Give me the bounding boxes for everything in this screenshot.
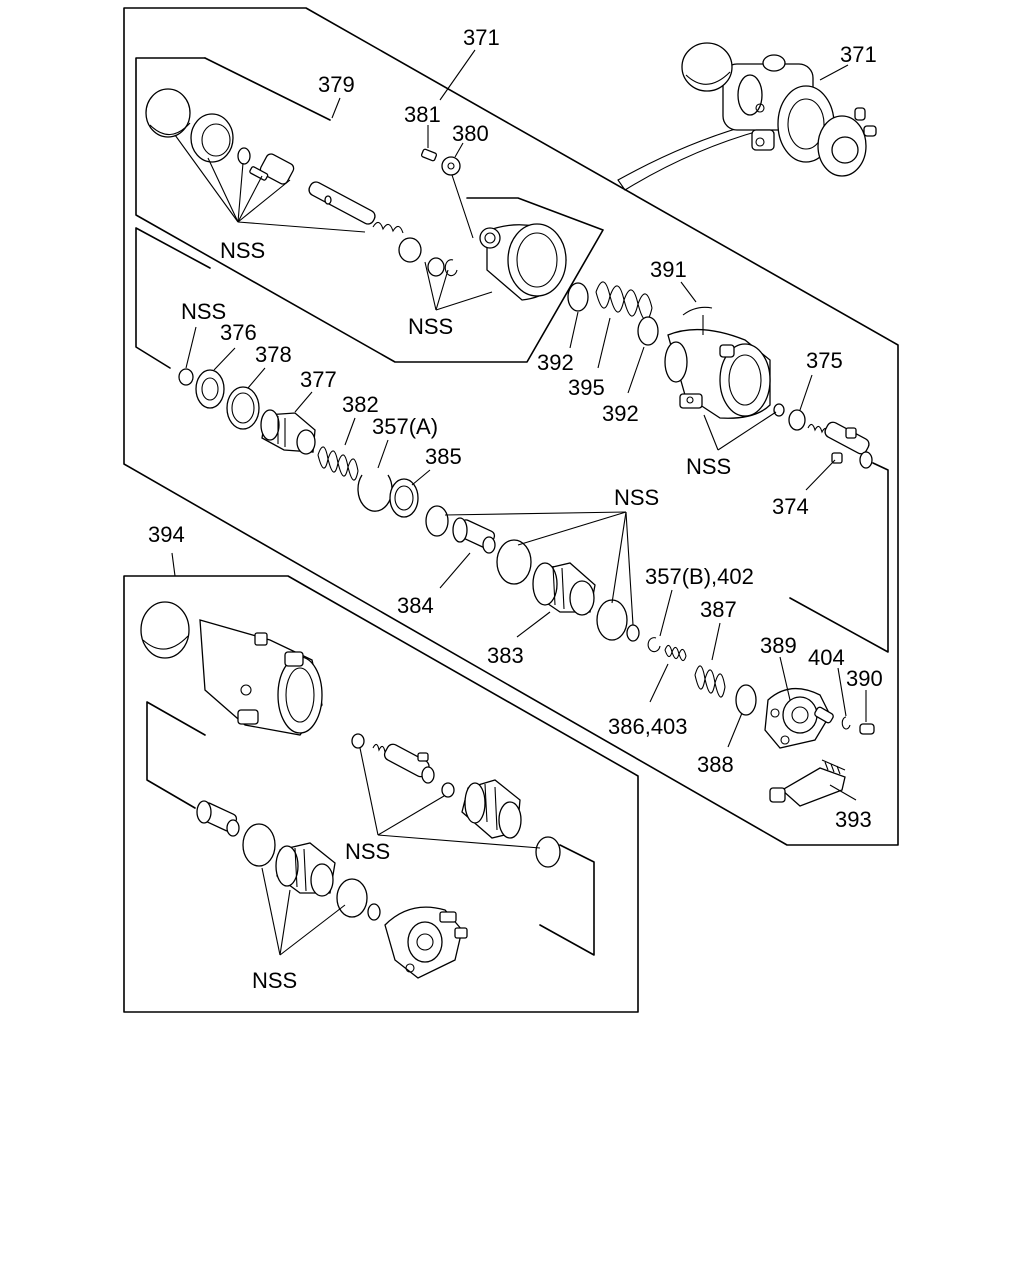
label-392-a: 392: [537, 350, 574, 375]
upper-subassembly-frame: [135, 57, 604, 363]
cap-384: [452, 517, 496, 554]
lower-inner-bracket: [146, 701, 595, 956]
label-374: 374: [772, 494, 809, 519]
end-cover-389: [764, 688, 834, 749]
label-371-main: 371: [463, 25, 500, 50]
clip-404: [841, 716, 851, 730]
leader-lines: [171, 49, 867, 956]
label-393: 393: [835, 807, 872, 832]
label-nss-upper: NSS: [220, 238, 265, 263]
housing-394: [140, 601, 323, 736]
label-380: 380: [452, 121, 489, 146]
snap-ring-357a: [357, 474, 393, 512]
cover-379-housing: [451, 174, 567, 301]
piston-377: [260, 409, 316, 455]
seal-385: [389, 478, 419, 518]
label-nss-left: NSS: [181, 299, 226, 324]
label-387: 387: [700, 597, 737, 622]
lower-cap: [196, 800, 240, 837]
bolt-381: [420, 148, 438, 162]
label-376: 376: [220, 320, 257, 345]
label-378: 378: [255, 342, 292, 367]
label-nss-lower-a: NSS: [345, 839, 390, 864]
ring-nss-tiny: [626, 624, 640, 642]
lower-ring-b: [441, 782, 455, 798]
lower-ring-f: [367, 903, 381, 921]
label-357a: 357(A): [372, 414, 438, 439]
label-391: 391: [650, 257, 687, 282]
lower-frame-394: [123, 575, 639, 1013]
label-375: 375: [806, 348, 843, 373]
label-390: 390: [846, 666, 883, 691]
assembly-371-illustration: [617, 42, 877, 191]
ring-392-b: [637, 316, 659, 346]
lower-piston: [461, 779, 522, 839]
middle-subassembly-frame: [135, 227, 211, 369]
part-labels: 371 371 379 381 380 391 392 395 392 375 …: [148, 25, 883, 993]
lower-ring-c: [535, 836, 561, 868]
ring-392-a: [567, 282, 589, 312]
label-nss-cover: NSS: [408, 314, 453, 339]
grease-tube-393: [769, 759, 846, 807]
seal-376: [195, 369, 225, 409]
spring-382: [317, 446, 359, 481]
label-377: 377: [300, 367, 337, 392]
lower-ring-a: [351, 733, 365, 749]
label-nss-right: NSS: [686, 454, 731, 479]
spring-386: [664, 644, 687, 662]
plug-390: [859, 723, 875, 735]
ring-nss-o: [596, 599, 628, 641]
ring-nss-small: [178, 368, 194, 386]
lower-ring-d: [242, 823, 276, 867]
main-frame: [123, 7, 899, 846]
label-nss-center: NSS: [614, 485, 659, 510]
clip-357b: [647, 637, 661, 653]
seal-ring-nss: [773, 403, 785, 417]
spring-395: [595, 281, 653, 321]
lower-end-cover: [384, 906, 468, 979]
label-381: 381: [404, 102, 441, 127]
label-395: 395: [568, 375, 605, 400]
ring-nss-large: [496, 539, 532, 585]
label-379: 379: [318, 72, 355, 97]
washer-388: [735, 684, 757, 716]
ring-375: [788, 409, 806, 431]
spring-387: [694, 665, 726, 698]
lower-shaft: [372, 743, 435, 784]
label-386-403: 386,403: [608, 714, 688, 739]
label-392-b: 392: [602, 401, 639, 426]
label-384: 384: [397, 593, 434, 618]
snap-ring-391: [682, 306, 713, 316]
ring-378: [226, 386, 260, 430]
label-383: 383: [487, 643, 524, 668]
washer-380: [441, 156, 461, 176]
label-389: 389: [760, 633, 797, 658]
valve-379-parts: [145, 88, 458, 277]
label-357b-402: 357(B),402: [645, 564, 754, 589]
right-bracket: [789, 462, 889, 653]
piston-383: [532, 562, 596, 616]
main-housing: [664, 328, 771, 419]
label-394: 394: [148, 522, 185, 547]
label-371-assembly: 371: [840, 42, 877, 67]
lower-piston-b: [275, 842, 336, 897]
label-388: 388: [697, 752, 734, 777]
label-404: 404: [808, 645, 845, 670]
ring-nss-mid: [425, 505, 449, 537]
label-nss-lower-b: NSS: [252, 968, 297, 993]
label-382: 382: [342, 392, 379, 417]
lower-ring-e: [336, 878, 368, 918]
label-385: 385: [425, 444, 462, 469]
shaft-374: [807, 421, 873, 469]
